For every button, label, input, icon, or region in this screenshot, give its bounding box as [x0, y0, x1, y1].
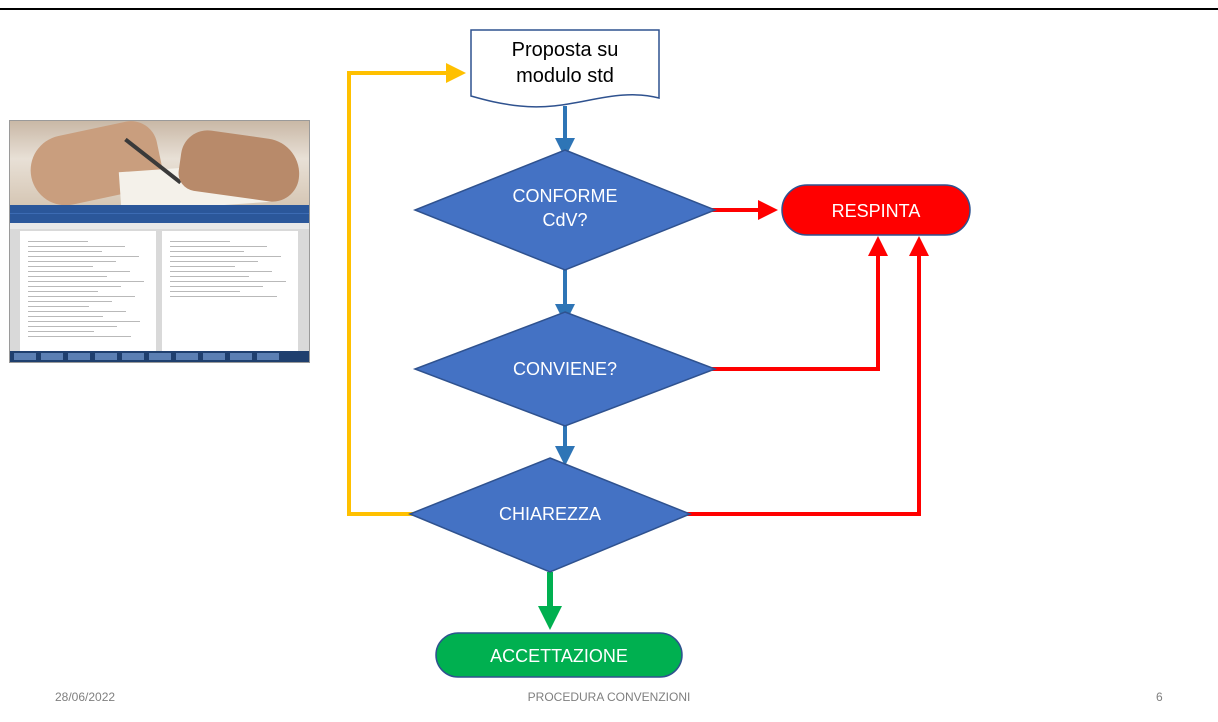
document-text-line [28, 336, 131, 337]
node-conforme-label: CONFORME CdV? [513, 186, 618, 230]
word-ribbon [10, 213, 309, 224]
document-text-line [28, 271, 130, 272]
footer-title: PROCEDURA CONVENZIONI [527, 690, 691, 704]
node-conforme-label-line: CONFORME [513, 186, 618, 206]
node-respinta-label: RESPINTA [832, 201, 921, 221]
document-text-line [170, 286, 263, 287]
node-accettazione-label-line: ACCETTAZIONE [490, 646, 628, 666]
taskbar-app-icon [176, 353, 198, 360]
document-text-line [28, 256, 139, 257]
document-text-line [28, 261, 116, 262]
taskbar-app-icon [203, 353, 225, 360]
document-text-line [28, 281, 144, 282]
node-conviene [412, 311, 718, 427]
node-conviene-label: CONVIENE? [513, 359, 617, 379]
document-text-line [28, 331, 94, 332]
windows-taskbar [10, 351, 309, 362]
document-text-line [170, 241, 230, 242]
document-text-line [170, 246, 267, 247]
edge-conviene-respinta [700, 236, 888, 371]
document-text-line [170, 256, 281, 257]
taskbar-app-icon [149, 353, 171, 360]
document-text-line [170, 276, 249, 277]
document-text-line [28, 266, 93, 267]
taskbar-app-icon [257, 353, 279, 360]
document-text-line [170, 266, 235, 267]
document-text-line [170, 251, 244, 252]
document-page-left [20, 231, 156, 353]
taskbar-app-icon [95, 353, 117, 360]
node-proposta-label-line: Proposta su [512, 39, 619, 61]
footer-date: 28/06/2022 [55, 690, 116, 704]
document-text-line [28, 326, 117, 327]
document-text-line [170, 296, 277, 297]
document-text-line [28, 301, 112, 302]
taskbar-app-icon [122, 353, 144, 360]
document-text-line [28, 246, 125, 247]
node-chiarezza-label-line: CHIAREZZA [499, 504, 601, 524]
document-text-line [170, 281, 286, 282]
node-respinta [781, 184, 971, 236]
document-page-right [162, 231, 298, 353]
node-accettazione-label: ACCETTAZIONE [490, 646, 628, 666]
word-ruler [10, 223, 309, 229]
document-text-line [28, 321, 140, 322]
node-proposta-label: Proposta su modulo std [512, 39, 619, 87]
node-conforme-label-line: CdV? [542, 210, 587, 230]
edge-chiarezza-proposta-loop [347, 63, 466, 516]
document-text-line [28, 291, 98, 292]
document-text-line [28, 286, 121, 287]
document-text-line [28, 251, 102, 252]
node-chiarezza [408, 457, 692, 573]
word-title-bar [10, 205, 309, 213]
document-text-line [28, 276, 107, 277]
document-text-line [28, 241, 88, 242]
document-text-line [28, 296, 135, 297]
node-proposta [470, 29, 660, 108]
document-text-line [170, 271, 272, 272]
taskbar-app-icon [41, 353, 63, 360]
document-text-line [28, 316, 103, 317]
node-proposta-label-line: modulo std [516, 65, 614, 87]
taskbar-app-icon [230, 353, 252, 360]
document-text-line [170, 261, 258, 262]
document-text-line [170, 291, 240, 292]
document-text-line [28, 306, 89, 307]
node-conforme [412, 149, 718, 271]
document-text-line [28, 311, 126, 312]
slide-number: 6 [1156, 690, 1163, 704]
top-rule [0, 8, 1218, 10]
word-document-screenshot [9, 120, 310, 363]
edge-chiarezza-respinta [680, 236, 929, 516]
node-respinta-label-line: RESPINTA [832, 201, 921, 221]
node-conviene-label-line: CONVIENE? [513, 359, 617, 379]
signing-hands-photo [10, 121, 309, 213]
taskbar-app-icon [14, 353, 36, 360]
taskbar-app-icon [68, 353, 90, 360]
node-accettazione [435, 632, 683, 678]
node-chiarezza-label: CHIAREZZA [499, 504, 601, 524]
